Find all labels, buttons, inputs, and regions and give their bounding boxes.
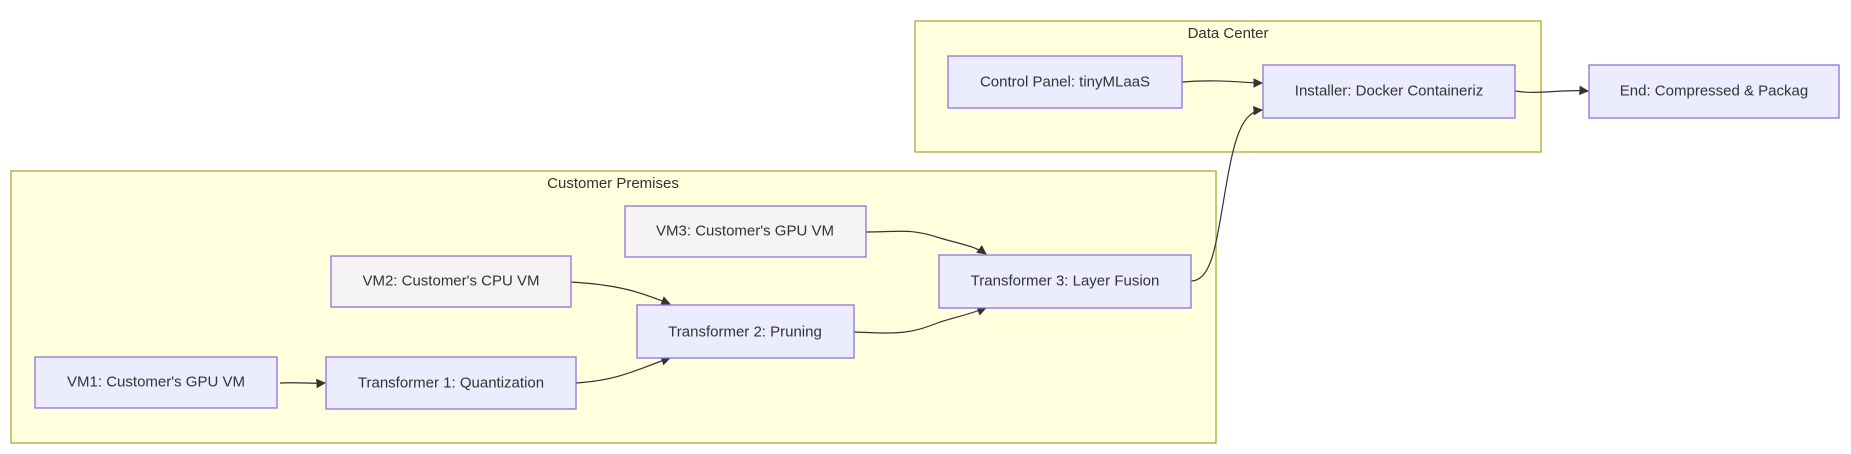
cluster-data-center-label: Data Center	[1188, 25, 1269, 42]
node-transformer2-box	[636, 304, 855, 359]
edge-vm2-to-transformer2	[570, 281, 671, 306]
node-vm2-box	[330, 255, 572, 308]
node-installer[interactable]: Installer: Docker Containeriz	[1262, 64, 1516, 119]
node-vm1-box	[34, 356, 278, 409]
node-end-box	[1588, 64, 1840, 119]
node-vm2-label: VM2: Customer's CPU VM	[362, 273, 539, 290]
node-control-panel-box	[947, 55, 1183, 109]
edge-installer-to-end	[1514, 85, 1589, 96]
node-vm3-label: VM3: Customer's GPU VM	[656, 223, 834, 240]
edge-transformer3-to-installer	[1190, 105, 1263, 282]
node-transformer3-label: Transformer 3: Layer Fusion	[971, 273, 1160, 290]
node-end[interactable]: End: Compressed & Packag	[1588, 64, 1840, 119]
node-vm3[interactable]: VM3: Customer's GPU VM	[624, 205, 867, 258]
node-control-panel-label: Control Panel: tinyMLaaS	[980, 74, 1150, 91]
edge-control-panel-to-installer	[1181, 78, 1263, 88]
node-transformer2[interactable]: Transformer 2: Pruning	[636, 304, 855, 359]
node-transformer1-box	[325, 356, 577, 410]
edge-transformer2-to-transformer3	[853, 306, 987, 334]
node-control-panel[interactable]: Control Panel: tinyMLaaS	[947, 55, 1183, 109]
node-vm1-label: VM1: Customer's GPU VM	[67, 374, 245, 391]
node-vm3-box	[624, 205, 867, 258]
node-vm2[interactable]: VM2: Customer's CPU VM	[330, 255, 572, 308]
node-installer-box	[1262, 64, 1516, 119]
node-vm1[interactable]: VM1: Customer's GPU VM	[34, 356, 278, 409]
edge-vm3-to-transformer3	[865, 230, 987, 255]
node-transformer1-label: Transformer 1: Quantization	[358, 375, 544, 392]
node-transformer3-box	[938, 254, 1192, 309]
edge-vm1-to-transformer1	[279, 378, 326, 389]
cluster-customer-premises-label: Customer Premises	[547, 175, 679, 192]
node-transformer1[interactable]: Transformer 1: Quantization	[325, 356, 577, 410]
edges	[279, 78, 1589, 389]
node-transformer2-label: Transformer 2: Pruning	[668, 324, 822, 341]
edge-transformer1-to-transformer2	[575, 356, 671, 384]
node-end-label: End: Compressed & Packag	[1620, 83, 1808, 100]
node-installer-label: Installer: Docker Containeriz	[1295, 83, 1483, 100]
node-transformer3[interactable]: Transformer 3: Layer Fusion	[938, 254, 1192, 309]
